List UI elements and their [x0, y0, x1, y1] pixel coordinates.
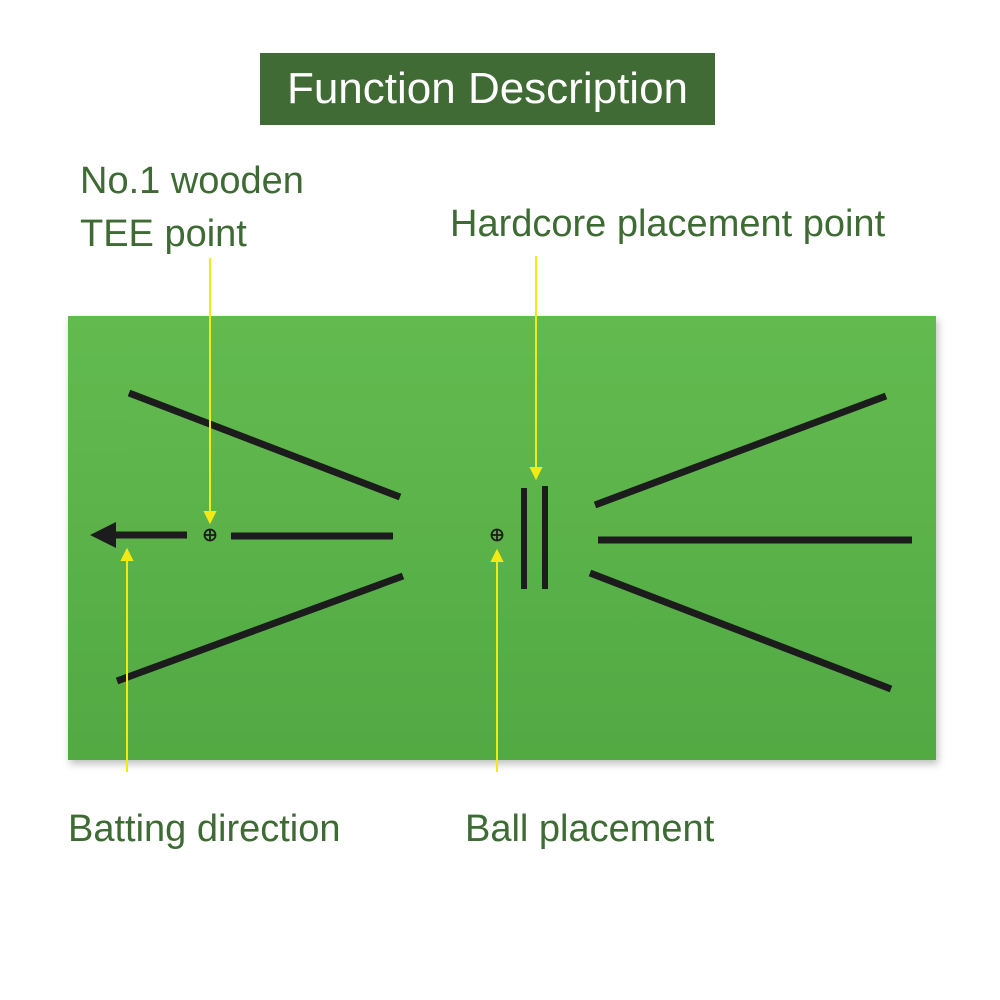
right-lower-guide-line	[588, 569, 893, 693]
hardcore-placement-bars	[521, 486, 548, 589]
hardcore-placement-label: Hardcore placement point	[450, 203, 886, 245]
right-upper-guide-line	[593, 392, 888, 509]
left-upper-guide-line	[127, 389, 402, 501]
left-guide-lines	[115, 389, 405, 685]
pointer-lines	[120, 256, 543, 772]
ball-placement-label: Ball placement	[465, 808, 715, 850]
left-lower-guide-line	[115, 572, 405, 685]
tee-point-label-line1: No.1 wooden	[80, 160, 304, 202]
ball-placement-marker	[490, 528, 504, 542]
tee-point-marker	[203, 528, 217, 542]
right-guide-lines	[588, 392, 912, 693]
tee-point-label-line2: TEE point	[80, 213, 247, 255]
batting-direction-label: Batting direction	[68, 808, 341, 850]
title-banner: Function Description	[260, 53, 715, 125]
title-text: Function Description	[286, 64, 689, 113]
batting-direction-arrow	[90, 522, 187, 548]
